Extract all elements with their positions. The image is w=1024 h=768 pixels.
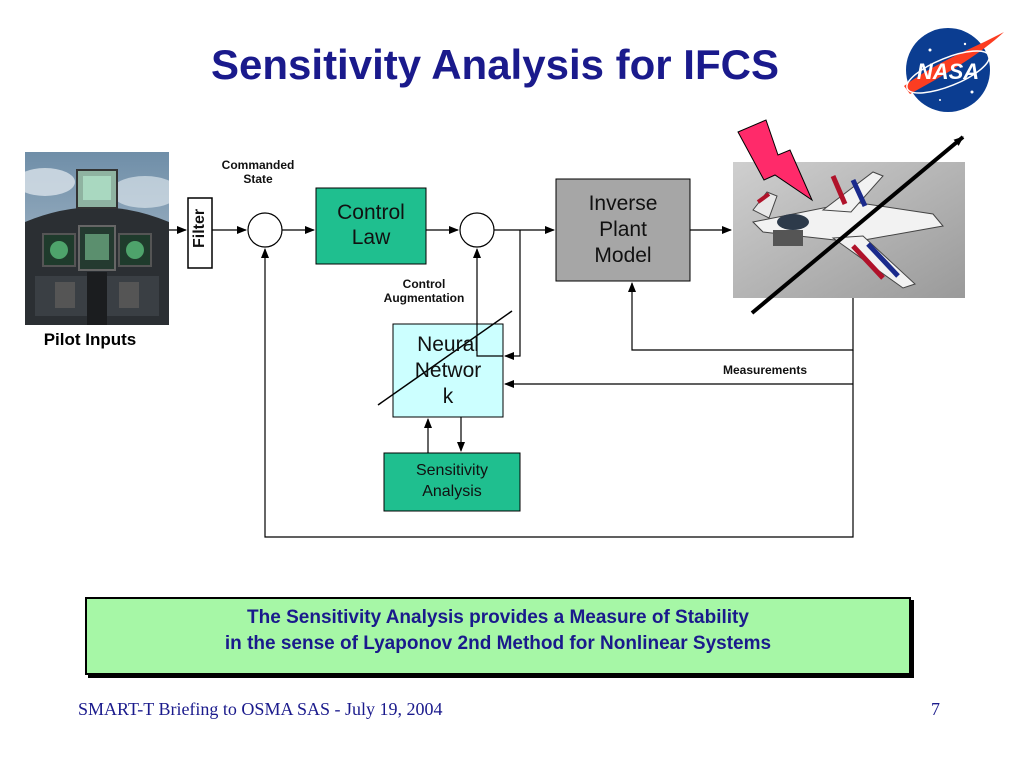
jet-photo (733, 162, 965, 298)
neural-network-box (392, 323, 504, 418)
control-law-box (315, 187, 427, 265)
cockpit-photo (25, 152, 169, 325)
stability-note-line-1: The Sensitivity Analysis provides a Meas… (247, 607, 749, 628)
summing-junction-2 (459, 212, 495, 248)
filter-box (187, 197, 213, 269)
aircraft-slash-arrow (750, 135, 965, 315)
inverse-plant-model-box (555, 178, 691, 282)
stability-note-box: The Sensitivity Analysis provides a Meas… (85, 597, 911, 675)
pilot-inputs-label: Pilot Inputs (43, 330, 137, 349)
slide-title: Sensitivity Analysis for IFCS (211, 41, 779, 88)
neural-network-label: Neural Networ k (414, 333, 482, 408)
sensitivity-analysis-box (383, 452, 521, 512)
nasa-logo: NASA (904, 28, 1004, 112)
lightning-bolt-icon (737, 119, 814, 202)
arrow-nn-to-sum2 (473, 248, 503, 357)
arrow-outer-feedback-to-sum1 (261, 248, 854, 538)
summing-junction-1 (247, 212, 283, 248)
commanded-state-label: Commanded State (221, 158, 295, 186)
footer-text: SMART-T Briefing to OSMA SAS - July 19, … (78, 699, 443, 719)
measurements-label: Measurements (722, 363, 808, 377)
arrow-forward-to-nn (504, 230, 521, 360)
filter-label: Filter (191, 208, 208, 248)
control-law-label: Control Law (337, 201, 405, 249)
nasa-logo-text: NASA (917, 59, 979, 84)
control-augmentation-label: Control Augmentation (383, 277, 465, 305)
neural-network-slash (377, 310, 513, 406)
arrow-measurements-to-inverse (628, 282, 854, 351)
inverse-plant-model-label: Inverse Plant Model (588, 192, 658, 267)
stability-note-line-2: in the sense of Lyaponov 2nd Method for … (224, 633, 772, 654)
sensitivity-analysis-label: Sensitivity Analysis (415, 462, 489, 500)
page-number: 7 (931, 699, 940, 719)
